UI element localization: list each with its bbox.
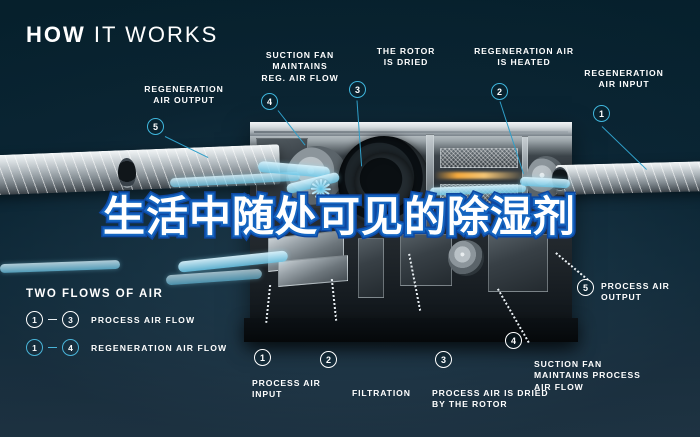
- callout-label-rotor-dried: THE ROTOR IS DRIED: [376, 46, 436, 68]
- callout-label-process-suction-fan: SUCTION FAN MAINTAINS PROCESS AIR FLOW: [534, 359, 641, 392]
- machine-lower-fan: [448, 240, 484, 276]
- legend-label-regeneration-air-flow: REGENERATION AIR FLOW: [91, 342, 228, 353]
- machine-motor-housing: [358, 238, 384, 298]
- callout-bullet-4-regen-fan[interactable]: 4: [261, 93, 278, 110]
- callout-label-filtration: FILTRATION: [352, 388, 411, 398]
- callout-bullet-3-rotor-dried[interactable]: 3: [349, 81, 366, 98]
- machine-heater-mesh-upper: [440, 148, 518, 168]
- callout-bullet-1-process-input[interactable]: 1: [254, 349, 271, 366]
- callout-label-regen-air-output: REGENERATION AIR OUTPUT: [144, 84, 224, 106]
- callout-bullet-4-process-fan[interactable]: 4: [505, 332, 522, 349]
- duct-left-regen-output: [0, 144, 281, 196]
- page-title-light: IT WORKS: [85, 22, 219, 47]
- legend: TWO FLOWS OF AIR 1 3 PROCESS AIR FLOW 1 …: [26, 288, 227, 367]
- overlay-title-outline: 生活中随处可见的除湿剂: [99, 192, 578, 241]
- machine-top-cover: [250, 122, 572, 136]
- callout-label-process-dried-rotor: PROCESS AIR IS DRIED BY THE ROTOR: [432, 388, 549, 410]
- callout-bullet-2-filtration[interactable]: 2: [320, 351, 337, 368]
- page-title: HOW IT WORKS: [26, 24, 218, 46]
- callout-bullet-2-regen-heated[interactable]: 2: [491, 83, 508, 100]
- machine-rotor-hub: [354, 152, 414, 212]
- legend-bullet-to-3: 3: [62, 311, 79, 328]
- legend-title: TWO FLOWS OF AIR: [26, 288, 164, 300]
- legend-dash-separator-cyan: [48, 346, 57, 349]
- legend-row-regeneration-air-flow: 1 4 REGENERATION AIR FLOW: [26, 339, 227, 356]
- callout-bullet-3-process-dried[interactable]: 3: [435, 351, 452, 368]
- callout-label-process-air-input: PROCESS AIR INPUT: [252, 378, 321, 400]
- fan-icon: [310, 178, 332, 200]
- callout-label-regen-heated: REGENERATION AIR IS HEATED: [474, 46, 574, 68]
- machine-divider-wall: [426, 134, 434, 230]
- machine-heating-element-glow: [434, 172, 526, 179]
- callout-label-process-air-output: PROCESS AIR OUTPUT: [601, 281, 670, 303]
- callout-bullet-5-process-output[interactable]: 5: [577, 279, 594, 296]
- callout-label-regen-suction-fan: SUCTION FAN MAINTAINS REG. AIR FLOW: [261, 50, 339, 83]
- machine-lower-duct: [400, 234, 452, 286]
- legend-bullet-from-1: 1: [26, 311, 43, 328]
- duct-right-regen-input: [555, 160, 700, 196]
- legend-bullet-to-4-cyan: 4: [62, 339, 79, 356]
- legend-row-process-air-flow: 1 3 PROCESS AIR FLOW: [26, 311, 227, 328]
- legend-dash-separator: [48, 318, 57, 321]
- machine-lower-right-panel: [488, 234, 548, 292]
- callout-bullet-1-regen-input[interactable]: 1: [593, 105, 610, 122]
- overlay-title: 生活中随处可见的除湿剂: [101, 192, 577, 241]
- callout-label-regen-air-input: REGENERATION AIR INPUT: [584, 68, 664, 90]
- airflow-ribbon-bottom-left: [0, 259, 121, 274]
- callout-bullet-5-regen-output[interactable]: 5: [147, 118, 164, 135]
- legend-label-process-air-flow: PROCESS AIR FLOW: [91, 314, 196, 325]
- page-title-bold: HOW: [26, 22, 86, 47]
- legend-bullet-from-1-cyan: 1: [26, 339, 43, 356]
